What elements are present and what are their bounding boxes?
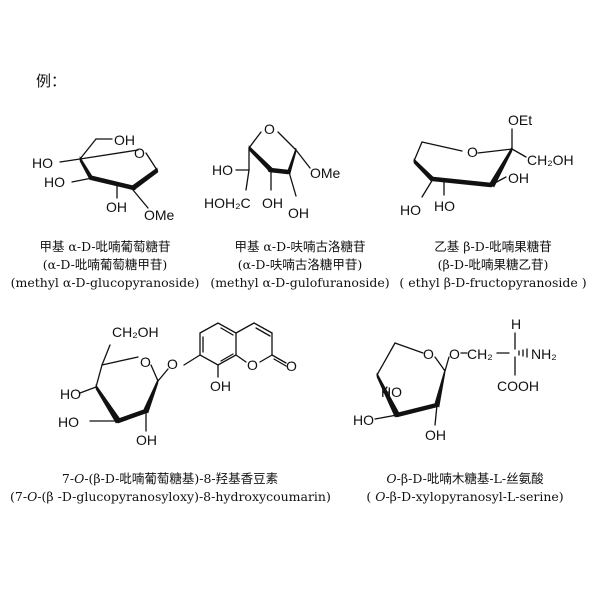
label-h: H <box>511 316 521 332</box>
caption-glucopyranosyloxy-hydroxycoumarin: 7-O-(β-D-吡喃葡萄糖基)-8-羟基香豆素 (7-O-(β -D-gluc… <box>10 470 331 506</box>
caption-line: 甲基 α-D-吡喃葡萄糖苷 <box>39 239 171 254</box>
caption-line: (α-D-吡喃葡萄糖甲苷) <box>42 257 168 272</box>
label-ch2oh: CH₂OH <box>112 324 159 340</box>
structure-methyl-glucopyranoside: OH O HO HO OH OMe <box>20 110 200 230</box>
caption-methyl-glucopyranoside: 甲基 α-D-吡喃葡萄糖苷 (α-D-吡喃葡萄糖甲苷) (methyl α-D-… <box>0 238 210 292</box>
intro-label: 例： <box>36 72 67 90</box>
structure-ethyl-fructopyranoside: OEt CH₂OH O HO OH HO <box>396 105 586 230</box>
caption-line: ( ethyl β-D-fructopyranoside ) <box>399 275 587 290</box>
label-ho: HO <box>212 162 233 178</box>
structure-glucopyranosyloxy-hydroxycoumarin: CH₂OH O O HO HO OH OH O O <box>50 315 320 455</box>
caption-methyl-gulofuranoside: 甲基 α-D-呋喃古洛糖苷 (α-D-呋喃古洛糖甲苷) (methyl α-D-… <box>200 238 400 292</box>
label-ho-2: HO <box>44 174 65 190</box>
label-oh: OH <box>425 427 446 443</box>
label-ome: OMe <box>310 165 341 181</box>
label-hoh2c: HOH₂C <box>204 195 251 211</box>
label-ho-1: HO <box>381 384 402 400</box>
label-oh-2: OH <box>288 205 309 221</box>
caption-line: 甲基 α-D-呋喃古洛糖苷 <box>234 239 366 254</box>
label-o-ring: O <box>423 346 434 362</box>
label-oh-1: OH <box>262 195 283 211</box>
caption-ethyl-fructopyranoside: 乙基 β-D-吡喃果糖苷 (β-D-吡喃果糖乙苷) ( ethyl β-D-fr… <box>393 238 593 292</box>
caption-line: (7-O-(β -D-glucopyranosyloxy)-8-hydroxyc… <box>10 489 331 504</box>
label-ho-1: HO <box>434 198 455 214</box>
caption-line: 7-O-(β-D-吡喃葡萄糖基)-8-羟基香豆素 <box>61 471 279 486</box>
caption-line: O-β-D-吡喃木糖基-L-丝氨酸 <box>386 471 544 486</box>
label-o-ring: O <box>140 354 151 370</box>
structure-methyl-gulofuranoside: O HO HOH₂C OMe OH OH <box>204 110 366 230</box>
label-ho-2: HO <box>353 412 374 428</box>
label-o-carbonyl: O <box>286 358 297 374</box>
label-oh-phenol: OH <box>210 378 231 394</box>
structure-xylopyranosyl-serine: O O CH₂ H COOH NH₂ HO HO OH <box>345 315 585 455</box>
label-ho-1: HO <box>32 155 53 171</box>
label-ho-2: HO <box>400 202 421 218</box>
caption-line: (methyl α-D-gulofuranoside) <box>210 275 390 290</box>
caption-line: 乙基 β-D-吡喃果糖苷 <box>434 239 552 254</box>
label-oet: OEt <box>508 112 532 128</box>
caption-line: ( O-β-D-xylopyranosyl-L-serine) <box>366 489 564 504</box>
label-ho-2: HO <box>58 414 79 430</box>
caption-line: (β-D-吡喃果糖乙苷) <box>437 257 549 272</box>
caption-line: (methyl α-D-glucopyranoside) <box>10 275 200 290</box>
label-o-link: O <box>449 346 460 362</box>
label-o-lactone: O <box>247 357 258 373</box>
label-cooh: COOH <box>497 378 539 394</box>
label-o-link: O <box>167 356 178 372</box>
label-nh2: NH₂ <box>531 346 557 362</box>
label-ch2oh: CH₂OH <box>527 152 574 168</box>
label-oh-bottom: OH <box>106 199 127 215</box>
label-o-ring: O <box>264 121 275 137</box>
label-o-ring: O <box>134 145 145 161</box>
label-ch2: CH₂ <box>467 346 493 362</box>
label-o-ring: O <box>467 144 478 160</box>
label-oh: OH <box>508 170 529 186</box>
label-oh-top: OH <box>114 132 135 148</box>
label-ho-1: HO <box>60 386 81 402</box>
caption-xylopyranosyl-serine: O-β-D-吡喃木糖基-L-丝氨酸 ( O-β-D-xylopyranosyl-… <box>345 470 585 506</box>
label-ome: OMe <box>144 207 175 223</box>
caption-line: (α-D-呋喃古洛糖甲苷) <box>237 257 363 272</box>
label-oh: OH <box>136 432 157 448</box>
